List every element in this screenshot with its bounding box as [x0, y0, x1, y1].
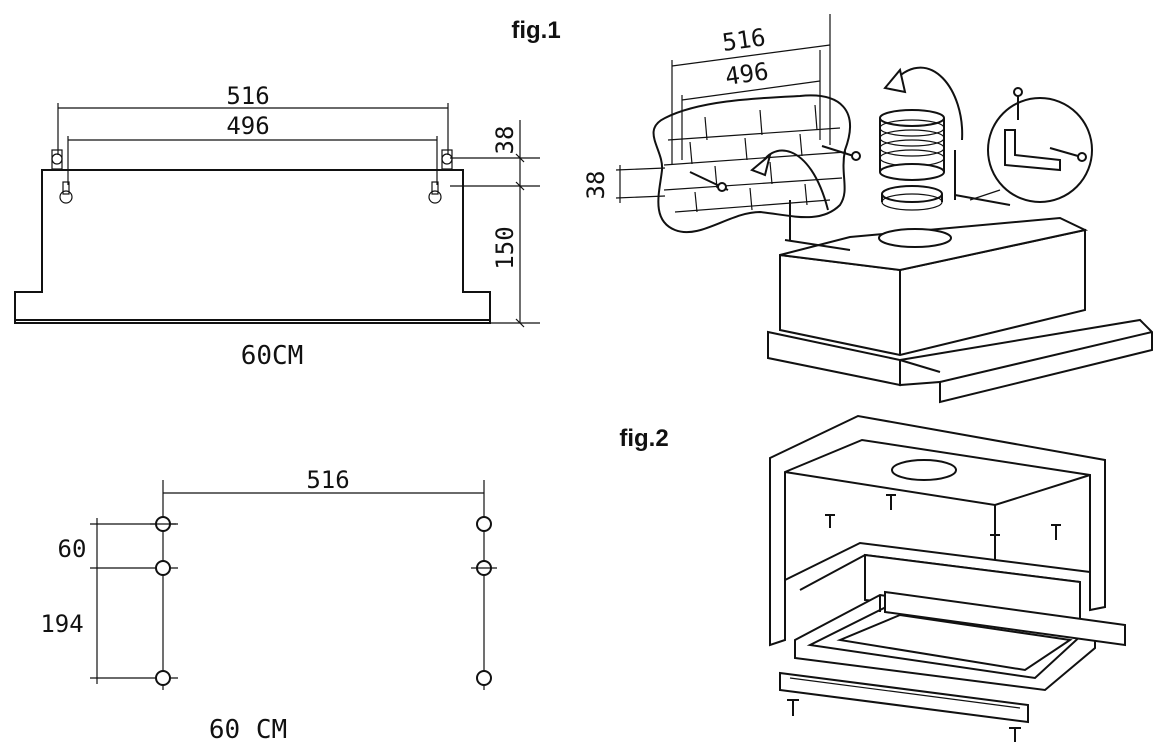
hood-unit-fig2: [794, 553, 1126, 692]
hole-icon: [476, 670, 492, 686]
front-dim-outer: 516: [226, 82, 269, 110]
wall-screw-icon: [689, 145, 861, 192]
hole-icon: [155, 670, 171, 686]
fig2-label: fig.2: [619, 425, 668, 452]
holes-caption: 60 CM: [209, 715, 287, 745]
hood-body-outline: [14, 169, 491, 324]
front-view-caption: 60CM: [241, 341, 304, 371]
front-view-drawing: 516 496 38 150 60CM: [14, 82, 540, 371]
keyhole-left-icon: [59, 181, 73, 204]
front-dim-height: 150: [491, 226, 519, 269]
keyhole-right-icon: [428, 181, 442, 204]
duct-opening: [891, 459, 957, 481]
hole-icon: [476, 516, 492, 532]
front-dim-inner: 496: [226, 112, 269, 140]
brick-pattern: [663, 104, 847, 213]
hood-unit-fig1: [767, 150, 1153, 404]
bracket-detail-icon: [969, 87, 1093, 203]
holes-dim-width: 516: [306, 466, 349, 494]
fig1-dim-side: 38: [582, 171, 610, 200]
fig1-label: fig.1: [511, 17, 560, 44]
brick-wall: [652, 94, 851, 233]
screw-right-icon: [441, 153, 453, 165]
trim-screw-icon: [787, 699, 1021, 742]
fig2-drawing: [769, 414, 1126, 742]
fig1-dim-outer: 516: [720, 23, 767, 57]
screw-left-icon: [51, 153, 63, 165]
fig1-drawing: 516 496 38: [582, 14, 1153, 404]
duct-flange-icon: [879, 109, 945, 211]
bottom-trim-strip: [779, 671, 1029, 724]
dim-line-496: [681, 80, 821, 101]
duct-opening: [878, 228, 952, 248]
fig1-dim-inner: 496: [723, 57, 770, 91]
hole-layout-drawing: 516 60 194 60 CM: [40, 466, 497, 745]
hole-icon: [155, 560, 171, 576]
holes-dim-middle: 194: [40, 610, 83, 638]
front-dim-top: 38: [491, 126, 519, 155]
holes-dim-top: 60: [58, 535, 87, 563]
cabinet-screw-icon: [825, 494, 1061, 548]
dim-line-516: [671, 44, 831, 67]
rotate-arrow-icon: [894, 66, 964, 141]
